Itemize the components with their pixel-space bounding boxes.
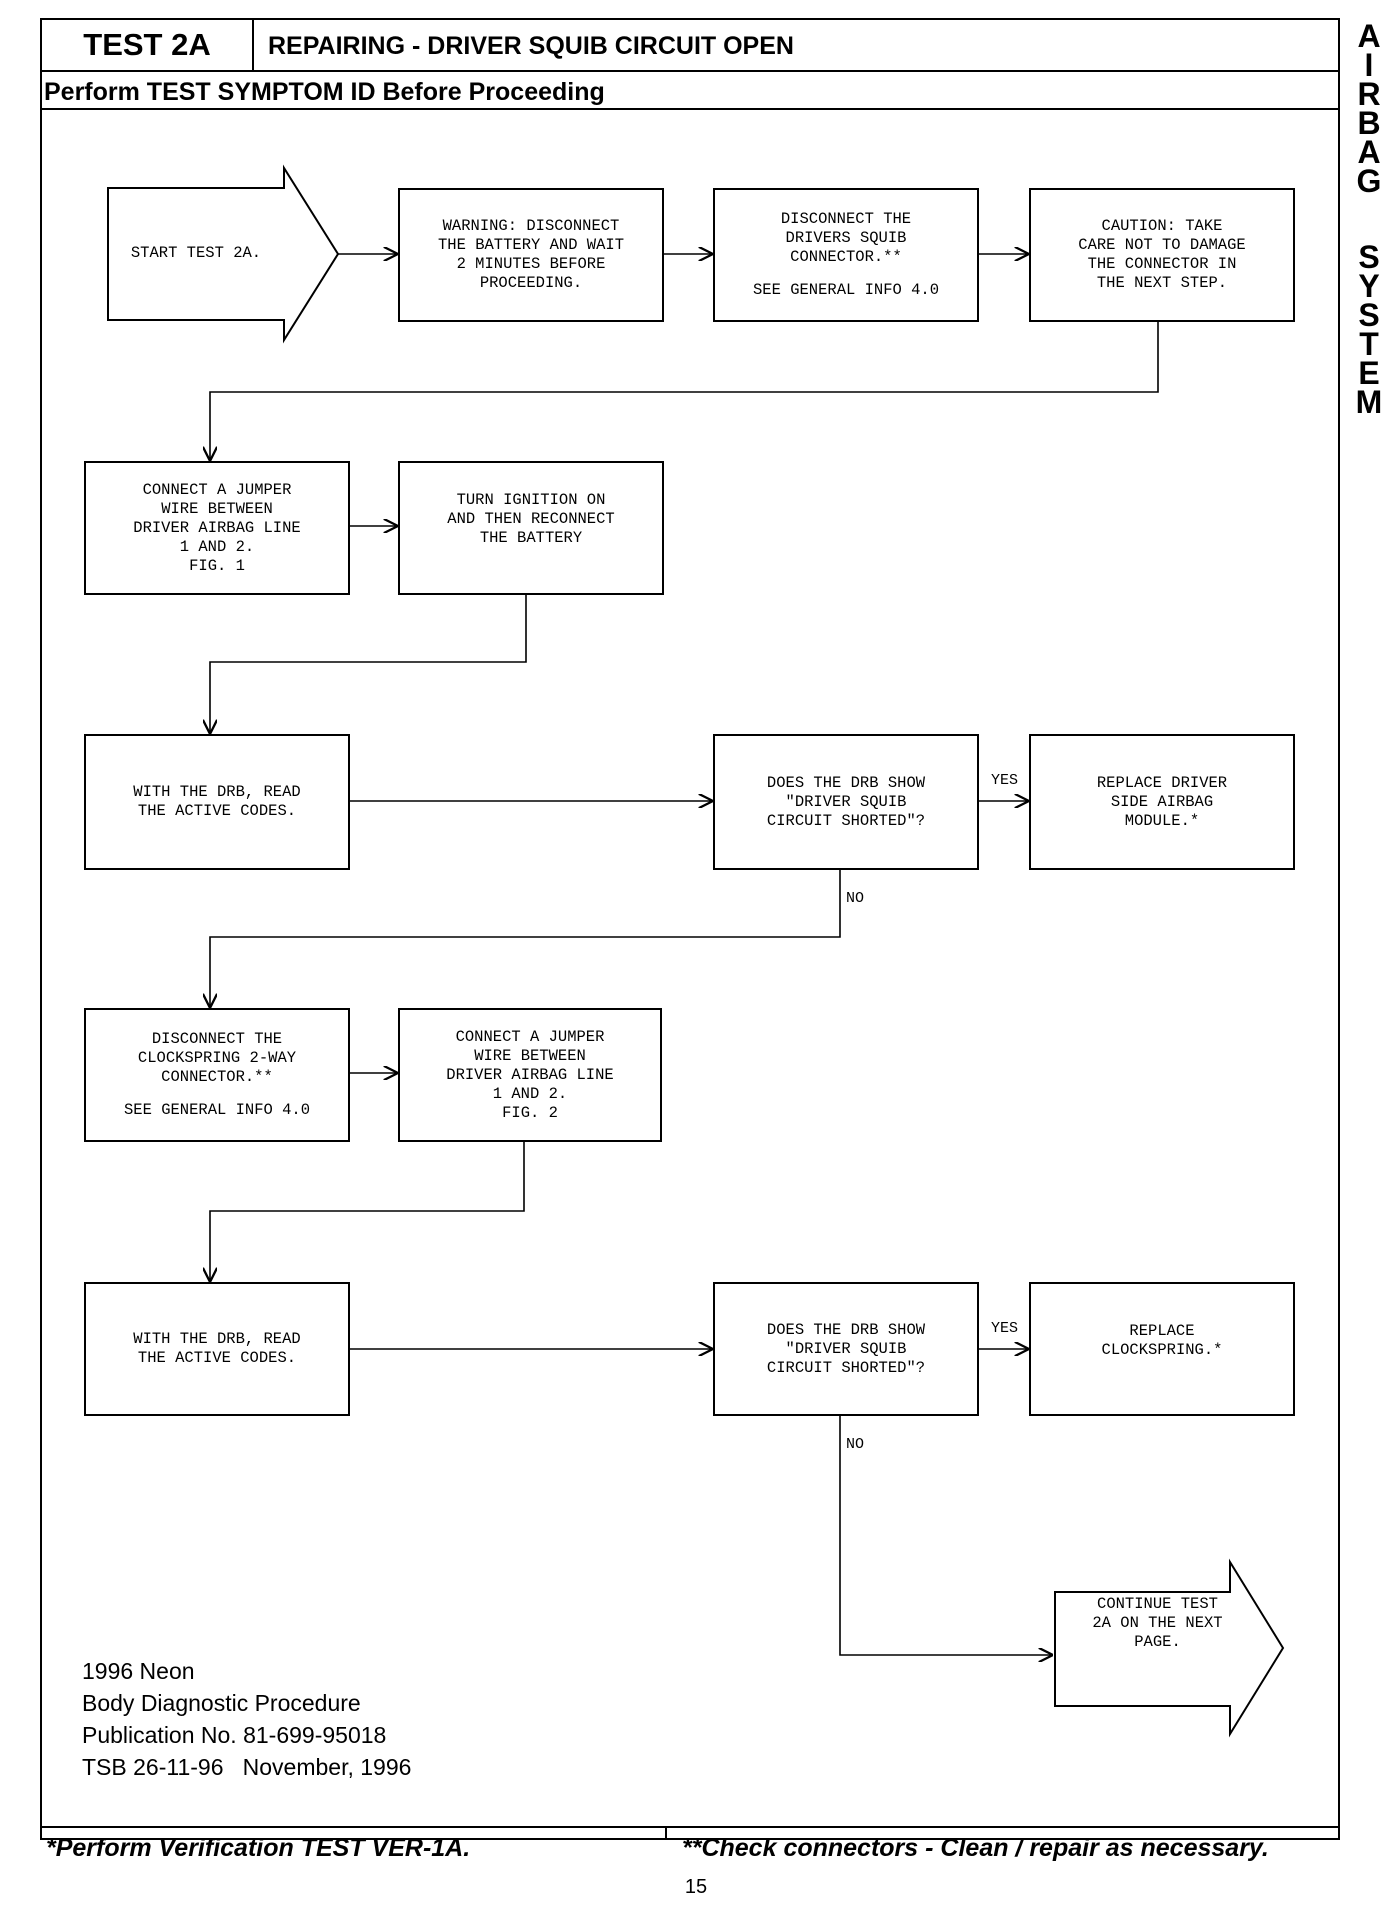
footer-note-connectors: **Check connectors - Clean / repair as n… (682, 1834, 1269, 1862)
ignition-on-text: TURN IGNITION ON AND THEN RECONNECT THE … (447, 491, 615, 547)
side-letter: G (1356, 163, 1382, 199)
footer-note-verification: *Perform Verification TEST VER-1A. (46, 1834, 471, 1862)
no-label: NO (846, 890, 865, 907)
decision-text-2: DOES THE DRB SHOW "DRIVER SQUIB CIRCUIT … (766, 1320, 926, 1377)
replace-airbag-module-step: REPLACE DRIVER SIDE AIRBAG MODULE.* (1029, 734, 1295, 870)
decision-text-1: DOES THE DRB SHOW "DRIVER SQUIB CIRCUIT … (766, 773, 926, 830)
publication-line: TSB 26-11-96 November, 1996 (82, 1754, 412, 1780)
side-letter: S (1358, 239, 1380, 275)
page-subtitle: Perform TEST SYMPTOM ID Before Proceedin… (44, 78, 605, 106)
replace-clockspring-text: REPLACE CLOCKSPRING.* (1101, 1322, 1223, 1359)
decision-squib-shorted-1: DOES THE DRB SHOW "DRIVER SQUIB CIRCUIT … (713, 734, 979, 870)
connector (839, 1416, 1053, 1655)
general-info-ref: SEE GENERAL INFO 4.0 (123, 1101, 311, 1119)
caution-step: CAUTION: TAKE CARE NOT TO DAMAGE THE CON… (1029, 188, 1295, 322)
read-codes-step-2: WITH THE DRB, READ THE ACTIVE CODES. (84, 1282, 350, 1416)
warning-text: WARNING: DISCONNECT THE BATTERY AND WAIT… (437, 217, 625, 292)
connector (210, 322, 1159, 461)
read-codes-text-1: WITH THE DRB, READ THE ACTIVE CODES. (133, 783, 301, 820)
side-letter: Y (1358, 268, 1380, 304)
decision-squib-shorted-2: DOES THE DRB SHOW "DRIVER SQUIB CIRCUIT … (713, 1282, 979, 1416)
side-letter: E (1358, 355, 1380, 391)
caution-text: CAUTION: TAKE CARE NOT TO DAMAGE THE CON… (1078, 217, 1246, 292)
footer-divider (40, 1826, 1340, 1828)
yes-label: YES (991, 772, 1019, 789)
read-codes-step-1: WITH THE DRB, READ THE ACTIVE CODES. (84, 734, 350, 870)
jumper-fig1-text: CONNECT A JUMPER WIRE BETWEEN DRIVER AIR… (133, 480, 301, 575)
no-label: NO (846, 1436, 865, 1453)
ignition-on-step: TURN IGNITION ON AND THEN RECONNECT THE … (398, 461, 664, 595)
replace-clockspring-step: REPLACE CLOCKSPRING.* (1029, 1282, 1295, 1416)
header-divider (40, 70, 1340, 72)
connector (210, 1142, 525, 1282)
side-letter: A (1357, 18, 1381, 54)
publication-info: 1996 Neon Body Diagnostic Procedure Publ… (82, 1655, 411, 1783)
side-letter: I (1364, 47, 1374, 83)
connector (210, 594, 527, 734)
start-label: START TEST 2A. (130, 244, 262, 262)
publication-line: Publication No. 81-699-95018 (82, 1722, 387, 1748)
subtitle-divider (40, 108, 1340, 110)
jumper-fig2-step: CONNECT A JUMPER WIRE BETWEEN DRIVER AIR… (398, 1008, 662, 1142)
disconnect-squib-step: DISCONNECT THE DRIVERS SQUIB CONNECTOR.*… (713, 188, 979, 322)
side-letter: S (1358, 297, 1380, 333)
replace-module-text: REPLACE DRIVER SIDE AIRBAG MODULE.* (1096, 773, 1228, 830)
connector (210, 870, 841, 1008)
jumper-fig2-text: CONNECT A JUMPER WIRE BETWEEN DRIVER AIR… (446, 1027, 614, 1122)
continue-arrow-shape (1054, 1558, 1285, 1738)
side-letter: M (1355, 384, 1383, 420)
page-number: 15 (684, 1876, 708, 1898)
footer-separator (665, 1826, 667, 1840)
yes-label: YES (991, 1320, 1019, 1337)
side-letter: T (1359, 326, 1379, 362)
side-letter: A (1357, 134, 1381, 170)
disconnect-clockspring-step: DISCONNECT THE CLOCKSPRING 2-WAY CONNECT… (84, 1008, 350, 1142)
start-arrow-shape (107, 164, 340, 344)
side-letter: R (1357, 76, 1381, 112)
jumper-fig1-step: CONNECT A JUMPER WIRE BETWEEN DRIVER AIR… (84, 461, 350, 595)
page-frame (40, 18, 1340, 1840)
disconnect-squib-text: DISCONNECT THE DRIVERS SQUIB CONNECTOR.*… (780, 210, 912, 266)
continue-label: CONTINUE TEST 2A ON THE NEXT PAGE. (1092, 1595, 1223, 1651)
publication-line: 1996 Neon (82, 1658, 195, 1684)
publication-line: Body Diagnostic Procedure (82, 1690, 361, 1716)
read-codes-text-2: WITH THE DRB, READ THE ACTIVE CODES. (133, 1330, 301, 1367)
warning-step: WARNING: DISCONNECT THE BATTERY AND WAIT… (398, 188, 664, 322)
page-title: REPAIRING - DRIVER SQUIB CIRCUIT OPEN (268, 32, 794, 60)
side-letter: B (1357, 105, 1381, 141)
general-info-ref: SEE GENERAL INFO 4.0 (752, 281, 940, 299)
disconnect-clockspring-text: DISCONNECT THE CLOCKSPRING 2-WAY CONNECT… (137, 1030, 297, 1086)
